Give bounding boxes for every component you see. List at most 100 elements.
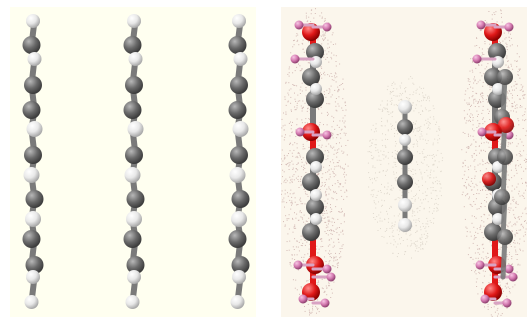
surface-dot (287, 73, 289, 75)
surface-dot (417, 141, 418, 143)
surface-dot (425, 238, 427, 239)
surface-dot (305, 12, 307, 14)
surface-dot (285, 134, 286, 136)
surface-dot (508, 290, 510, 292)
surface-dot (470, 86, 472, 88)
hydrogen-atom (127, 14, 141, 28)
surface-dot (319, 15, 321, 17)
surface-dot (435, 190, 437, 192)
surface-dot (470, 165, 472, 167)
surface-dot (375, 197, 377, 198)
surface-dot (332, 171, 334, 172)
surface-dot (370, 194, 372, 196)
surface-dot (335, 256, 337, 258)
surface-dot (340, 189, 342, 191)
surface-dot (478, 248, 480, 250)
surface-dot (423, 97, 425, 99)
surface-dot (432, 212, 433, 214)
surface-dot (507, 208, 509, 210)
surface-dot (518, 153, 520, 154)
surface-dot (323, 20, 325, 22)
surface-dot (369, 139, 371, 141)
surface-dot (307, 253, 309, 255)
surface-dot (344, 120, 346, 122)
surface-dot (505, 64, 507, 66)
surface-dot (333, 281, 335, 283)
surface-dot (299, 211, 301, 213)
surface-dot (336, 232, 338, 234)
surface-dot (286, 218, 288, 220)
surface-dot (515, 165, 517, 167)
surface-dot (515, 203, 517, 205)
surface-dot (306, 140, 308, 142)
oxygen-atom (482, 172, 496, 186)
surface-dot (508, 89, 510, 91)
surface-dot (328, 151, 330, 153)
surface-dot (333, 192, 335, 194)
surface-dot (491, 18, 493, 20)
surface-dot (308, 41, 310, 43)
surface-dot (283, 154, 285, 156)
surface-dot (516, 104, 518, 106)
surface-dot (518, 98, 520, 100)
surface-dot (332, 133, 334, 135)
surface-dot (343, 169, 345, 171)
surface-dot (331, 208, 333, 210)
surface-dot (397, 105, 398, 107)
surface-dot (412, 211, 414, 213)
surface-dot (381, 236, 383, 237)
surface-dot (519, 264, 521, 266)
surface-dot (307, 107, 309, 109)
surface-dot (373, 189, 375, 191)
carbon-atom (302, 223, 320, 241)
surface-dot (330, 85, 332, 87)
surface-dot (424, 97, 426, 99)
surface-dot (395, 141, 397, 142)
surface-dot (418, 197, 419, 199)
hydrogen-atom (398, 100, 412, 114)
surface-dot (338, 239, 339, 240)
surface-dot (317, 309, 318, 311)
surface-dot (438, 180, 440, 182)
surface-dot (475, 183, 477, 185)
surface-dot (515, 105, 516, 107)
surface-dot (343, 122, 345, 124)
surface-dot (490, 222, 492, 224)
hydrogen-atom (128, 52, 143, 66)
surface-dot (327, 198, 329, 200)
surface-dot (470, 189, 472, 191)
surface-dot (324, 231, 326, 233)
surface-dot (375, 180, 377, 182)
surface-dot (462, 178, 464, 180)
surface-dot (337, 134, 339, 136)
surface-dot (324, 150, 326, 152)
surface-dot (515, 232, 517, 234)
surface-dot (418, 218, 420, 219)
surface-dot (507, 67, 509, 68)
surface-dot (490, 314, 492, 316)
surface-dot (304, 168, 306, 169)
surface-dot (433, 164, 435, 166)
surface-dot (392, 230, 394, 232)
surface-dot (323, 166, 325, 168)
surface-dot (312, 307, 313, 309)
surface-dot (342, 233, 344, 235)
surface-dot (519, 155, 521, 157)
surface-dot (437, 166, 438, 168)
surface-dot (333, 241, 335, 243)
surface-dot (518, 124, 520, 126)
surface-dot (335, 98, 337, 99)
surface-dot (393, 127, 395, 129)
surface-dot (321, 67, 323, 69)
surface-dot (515, 202, 517, 204)
surface-dot (301, 159, 302, 160)
surface-dot (468, 185, 470, 187)
surface-dot (338, 165, 340, 167)
surface-dot (330, 230, 332, 232)
surface-dot (434, 203, 435, 205)
surface-dot (302, 242, 304, 244)
surface-dot (477, 81, 479, 83)
surface-dot (342, 117, 344, 119)
surface-dot (334, 128, 336, 130)
surface-dot (479, 101, 481, 103)
